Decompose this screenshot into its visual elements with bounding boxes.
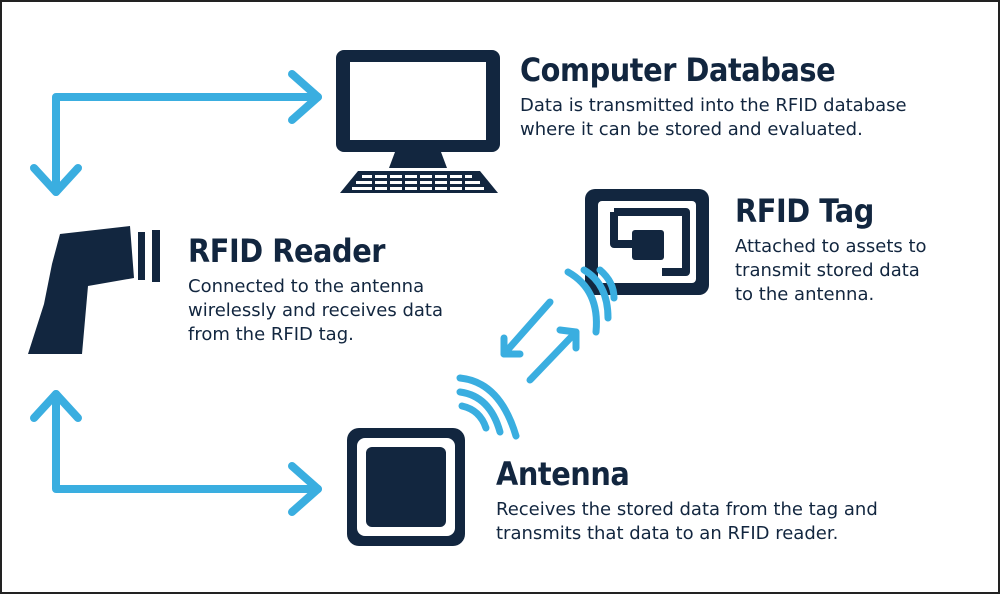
rfid-reader-title: RFID Reader — [188, 232, 386, 270]
rfid-tag-description: Attached to assets to transmit stored da… — [735, 236, 927, 305]
computer-database-description: Data is transmitted into the RFID databa… — [520, 95, 907, 140]
antenna-title: Antenna — [496, 455, 630, 493]
rfid-tag-title: RFID Tag — [735, 192, 874, 230]
keyboard-icon — [340, 171, 498, 193]
bidirectional-arrow-icon — [30, 390, 322, 516]
antenna-icon — [347, 428, 465, 546]
barcode-scanner-icon — [28, 226, 160, 354]
rfid-reader-label: RFID Reader Connected to the antenna wir… — [188, 231, 443, 347]
computer-database-title: Computer Database — [520, 51, 836, 89]
rfid-tag-icon — [585, 189, 709, 295]
monitor-icon — [336, 50, 500, 168]
antenna-description: Receives the stored data from the tag an… — [496, 499, 878, 544]
bidirectional-arrow-icon — [30, 70, 322, 196]
rfid-tag-label: RFID Tag Attached to assets to transmit … — [735, 191, 927, 307]
rfid-reader-description: Connected to the antenna wirelessly and … — [188, 276, 444, 345]
signal-waves-icon — [564, 266, 618, 336]
bidirectional-arrow-icon — [500, 298, 580, 384]
antenna-label: Antenna Receives the stored data from th… — [496, 454, 878, 546]
computer-database-label: Computer Database Data is transmitted in… — [520, 50, 907, 142]
signal-waves-icon — [456, 374, 520, 440]
